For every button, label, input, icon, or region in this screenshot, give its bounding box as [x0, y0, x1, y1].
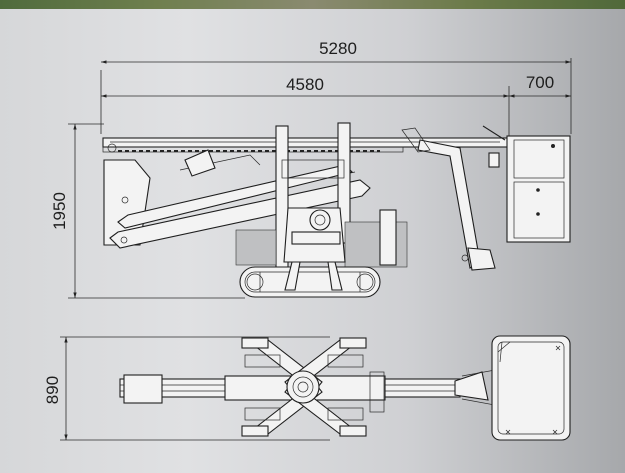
- dimension-890: 890: [43, 336, 330, 441]
- dim-label-700: 700: [526, 73, 554, 92]
- lower-boom: [109, 179, 371, 249]
- crawler-track: [239, 266, 381, 298]
- basket-top-view: [491, 335, 571, 441]
- dimension-1950: 1950: [50, 123, 245, 299]
- top-view: [119, 335, 571, 441]
- dimension-5280: 5280: [100, 39, 572, 134]
- dim-label-5280: 5280: [319, 39, 357, 58]
- dimension-4580: 4580: [101, 75, 510, 140]
- dimension-700: 700: [509, 73, 571, 98]
- side-view: [102, 122, 571, 298]
- turntable: [286, 370, 320, 404]
- dim-label-890: 890: [43, 376, 62, 404]
- dim-label-1950: 1950: [50, 192, 69, 230]
- dim-label-4580: 4580: [286, 75, 324, 94]
- jib-arm: [417, 139, 481, 269]
- photo-strip: [0, 0, 625, 9]
